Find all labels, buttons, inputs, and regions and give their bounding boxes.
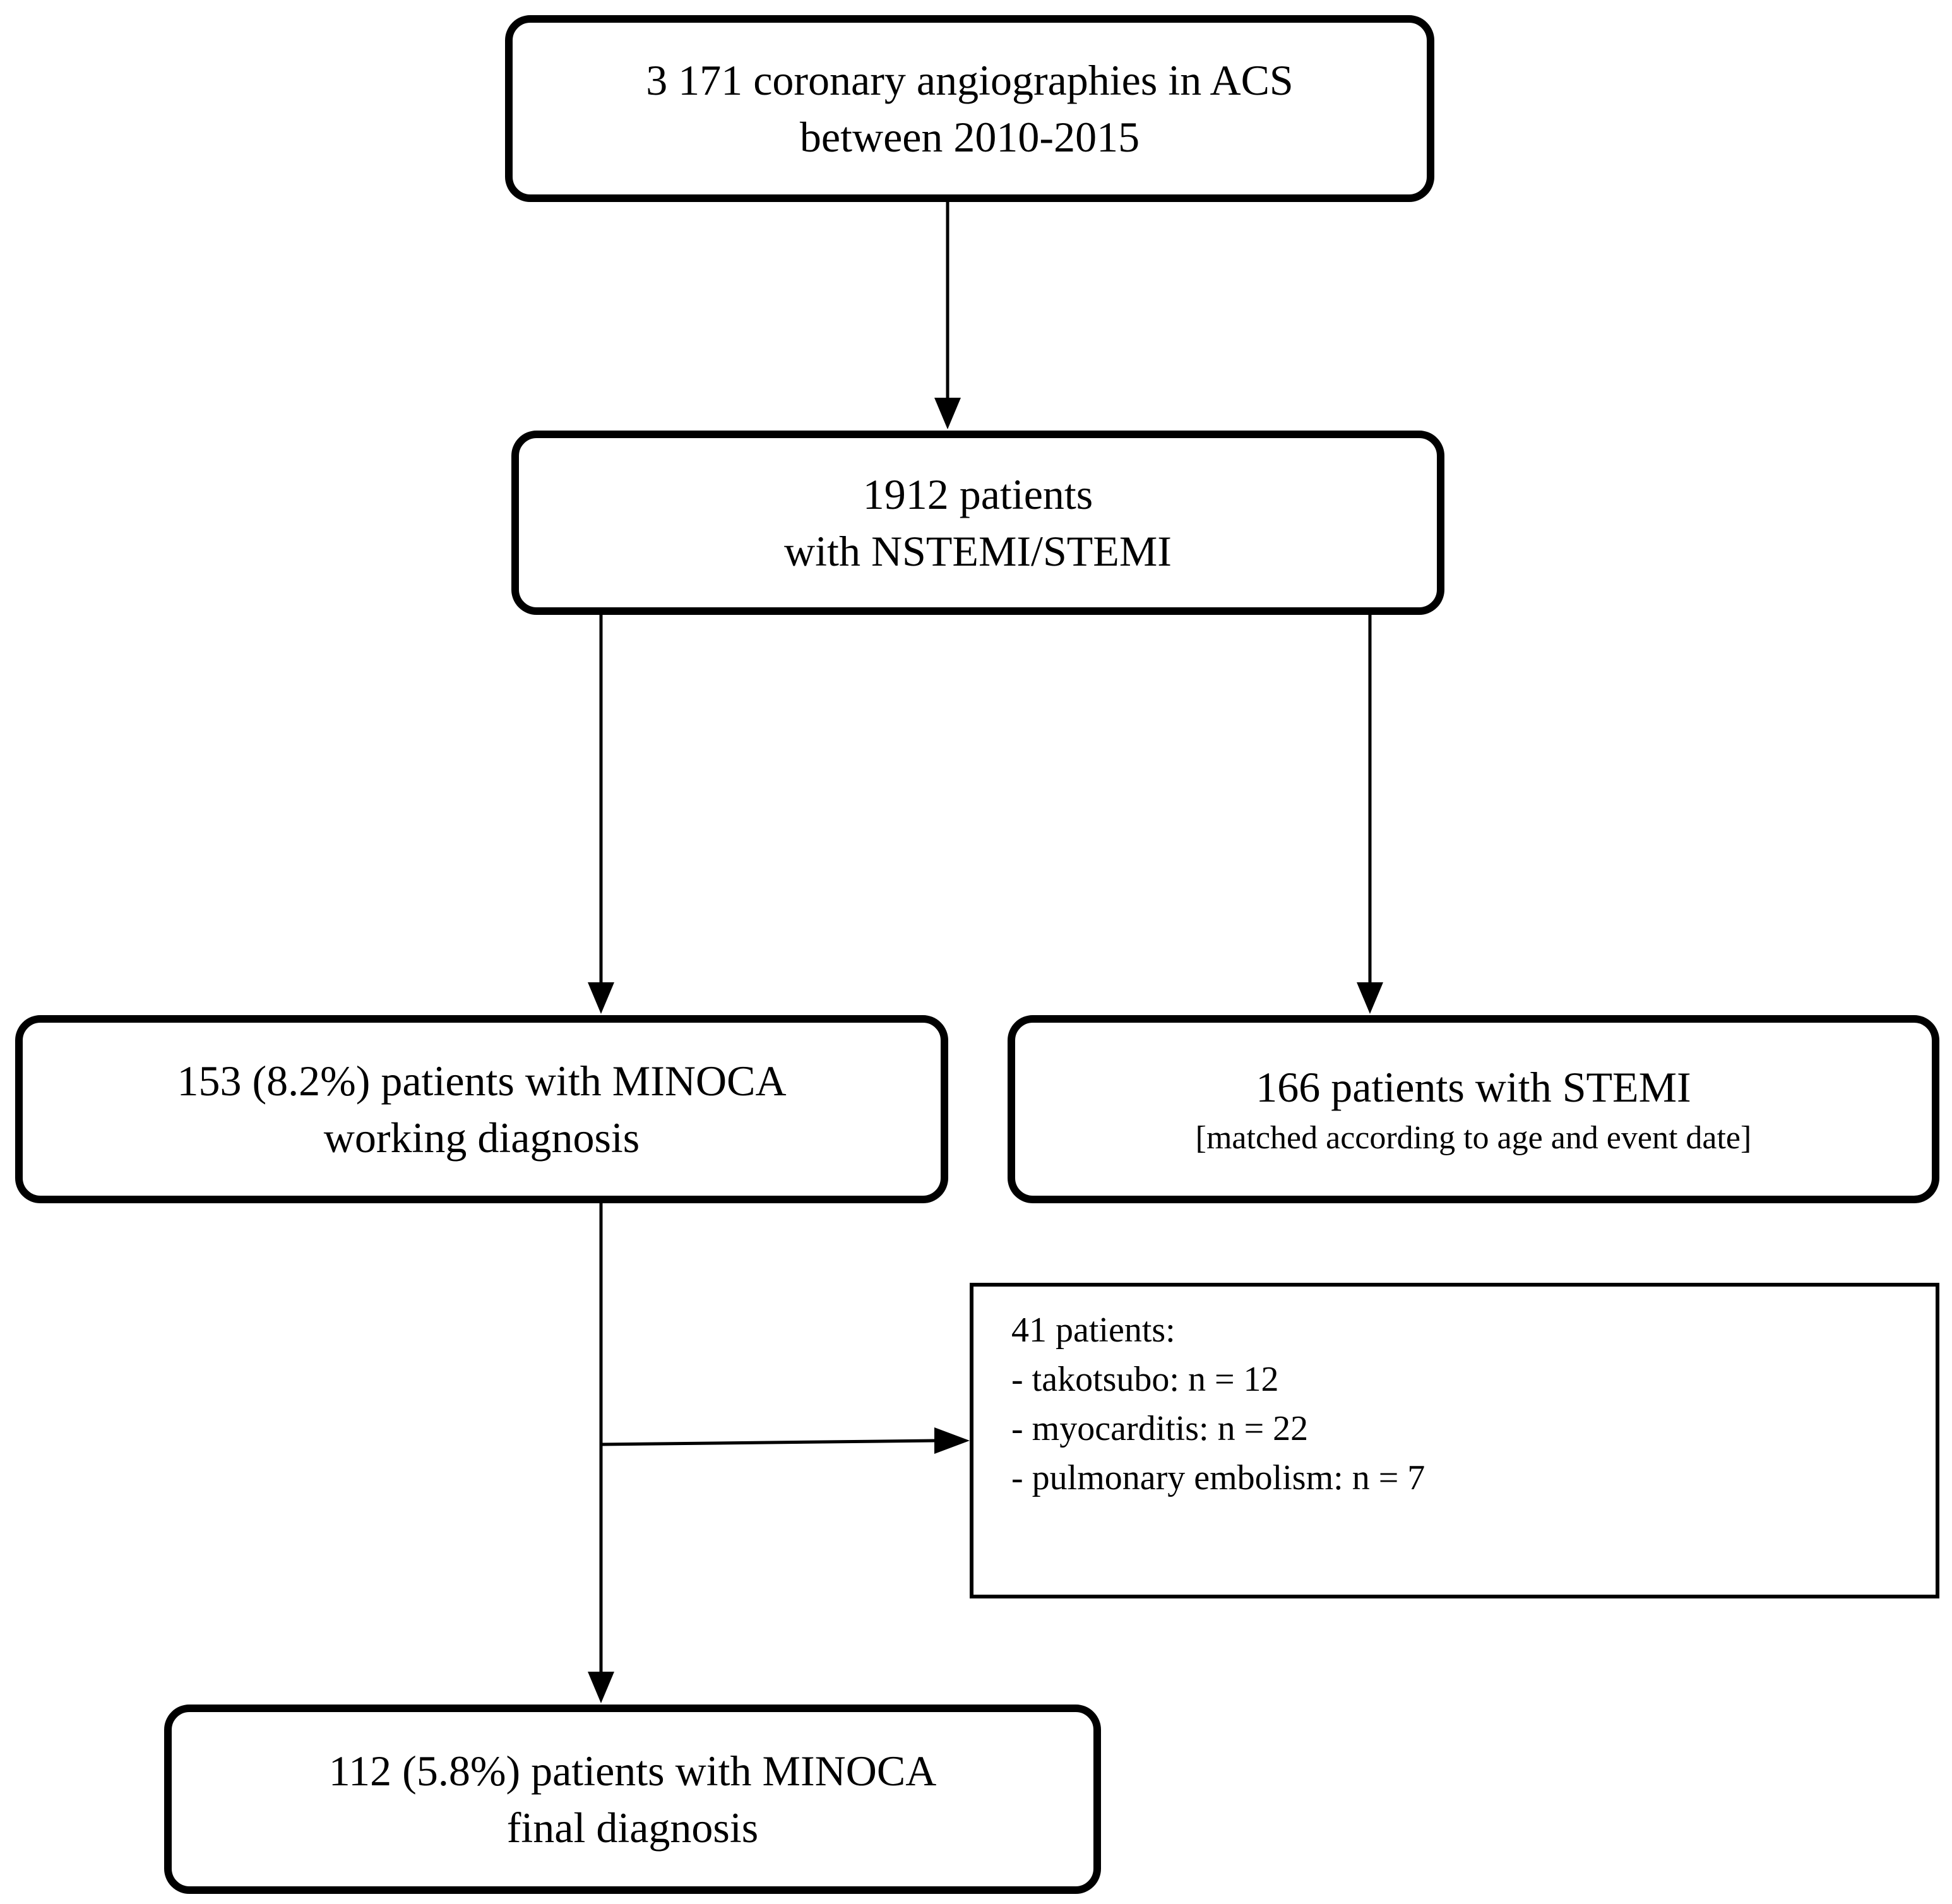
arrowhead-minoca-working xyxy=(588,982,614,1014)
minoca-working-line2: working diagnosis xyxy=(323,1114,640,1162)
angiographies-line2: between 2010-2015 xyxy=(799,113,1140,161)
minoca-final-line1: 112 (5.8%) patients with MINOCA xyxy=(328,1746,937,1795)
exclusion-item-takotsubo: - takotsubo: n = 12 xyxy=(1011,1360,1279,1399)
minoca-final-line2: final diagnosis xyxy=(506,1804,759,1852)
patients-line1: 1912 patients xyxy=(862,470,1093,518)
angiographies-line1: 3 171 coronary angiographies in ACS xyxy=(646,56,1294,104)
angiographies-box: 3 171 coronary angiographies in ACS betw… xyxy=(505,15,1434,202)
stemi-line1: 166 patients with STEMI xyxy=(1256,1063,1691,1112)
minoca-final-box: 112 (5.8%) patients with MINOCA final di… xyxy=(164,1705,1101,1894)
stemi-line2: [matched according to age and event date… xyxy=(1195,1119,1752,1156)
arrowhead-exclusion xyxy=(934,1427,970,1454)
arrowhead-stemi xyxy=(1357,982,1383,1014)
minoca-working-box: 153 (8.2%) patients with MINOCA working … xyxy=(15,1015,948,1203)
stemi-box: 166 patients with STEMI [matched accordi… xyxy=(1008,1015,1939,1203)
exclusion-item-myocarditis: - myocarditis: n = 22 xyxy=(1011,1409,1309,1448)
arrowhead-minoca-final xyxy=(588,1672,614,1703)
exclusion-title: 41 patients: xyxy=(1011,1311,1175,1350)
arrowhead-patients xyxy=(934,398,961,429)
arrow-to-exclusion-box xyxy=(600,1439,936,1446)
patients-box: 1912 patients with NSTEMI/STEMI xyxy=(511,431,1444,615)
minoca-working-line1: 153 (8.2%) patients with MINOCA xyxy=(177,1056,787,1105)
patients-line2: with NSTEMI/STEMI xyxy=(784,527,1172,575)
exclusion-item-pulmonary-embolism: - pulmonary embolism: n = 7 xyxy=(1011,1458,1425,1497)
exclusion-box: 41 patients: - takotsubo: n = 12 - myoca… xyxy=(970,1283,1939,1598)
